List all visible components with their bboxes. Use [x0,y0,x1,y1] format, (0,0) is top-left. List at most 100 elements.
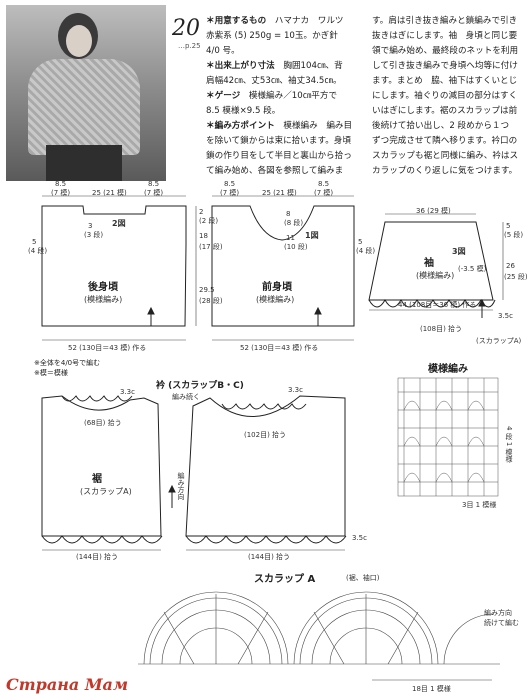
hem-subtitle: (スカラップA) [80,487,132,496]
instr-line: を除いて鎖からは束に拾います。身頃 [206,136,351,146]
back-neck-rows: (3 段) [84,231,104,239]
note-hook-size: ※全体を4/0号で編む [34,359,101,367]
center-dim-a: 2 [199,208,204,216]
instr-line: 模様編み 編み目 [274,121,353,131]
instr-line: 後続けて拾い出し、2 段めから１つ [372,121,510,131]
front-neck-depth: 8 [286,210,291,218]
back-shoulder-right: 8.5 [148,180,160,188]
instr-head: ＊編み方ポイント [206,121,275,131]
pattern-chart-rows: 4 段 1 模様 [505,426,513,463]
collar-continue: 編み続く [172,393,200,401]
hem-left-pick: (144目) 拾う [76,553,119,561]
collar-left-pick: (68目) 拾う [84,419,122,427]
center-dim-c: 29.5 [199,286,215,294]
collar-scallop-left [61,395,133,402]
back-neck-width: 25 (21 模) [92,189,127,197]
back-side-left-rows: (4 段) [28,247,48,255]
scallop-chart-title: スカラップ A [254,574,316,585]
front-neck-inner: 11 [286,234,295,242]
front-shoulder-right-rows: (7 模) [314,189,334,197]
back-figure-ref: 2図 [112,219,126,228]
instr-line: て編み始め、各図を参照して編みま [206,166,344,176]
pattern-chart-stitches: 3目 1 模様 [462,501,497,509]
pattern-number: 20 [172,16,200,41]
instr-line: して引き抜き編みで身頃へ均等に付け [372,61,518,71]
sleeve-subtitle: (模様編み) [416,271,455,280]
sleeve-title: 袖 [424,258,434,269]
center-dim-a-rows: (2 段) [199,217,219,225]
watermark: Страна Мам [6,675,129,694]
instructions-column-2: す。肩は引き抜き編みと鎖編みで引き 抜きはぎにします。袖 身頃と同じ要 領で編み… [372,14,528,179]
sleeve-scallop-pick: (108目) 拾う [420,325,463,333]
instr-line: 肩幅42㎝、丈53㎝、袖丈34.5㎝。 [206,76,342,86]
back-bottom-width: 52 (130目＝43 模) 作る [68,344,147,352]
pattern-chart-title: 模様編み [428,364,468,375]
instr-line: カラップのくり返しに気をつけます。 [372,166,518,176]
instr-head: ＊ゲージ [206,91,241,101]
front-neck-width: 25 (21 模) [262,189,297,197]
front-body-outline [211,205,355,327]
sleeve-outline [368,221,494,301]
model-photo [6,5,166,181]
front-bottom-width: 52 (130目＝43 模) 作る [240,344,319,352]
hem-right-pick: (144目) 拾う [248,553,291,561]
sleeve-figure-ref: 3図 [452,247,466,256]
center-dim-b: 18 [199,232,208,240]
instructions-column-1: ＊用意するもの ハマナカ ワルツ 赤紫系 (5) 250g = 10玉。かぎ針 … [206,14,356,179]
center-dim-c-rows: (28 段) [199,297,223,305]
sleeve-scallop [368,298,496,308]
instr-line: 領で編み始め、最終段のネットを利用 [372,46,519,56]
front-figure-ref: 1図 [305,231,319,240]
sleeve-cap-rows: (5 段) [504,231,524,239]
hem-scallop-right [185,535,347,544]
front-shoulder-left-rows: (7 模) [220,189,240,197]
front-shoulder-left: 8.5 [224,180,236,188]
scallop-legend-direction: 編み方向 [484,609,512,617]
instr-line: 4/0 号。 [206,46,240,56]
sleeve-bottom: 44 (108目＝36 模) 作る [398,301,477,309]
instr-line: す。肩は引き抜き編みと鎖編みで引き [372,16,518,26]
front-title: 前身頃 [262,282,292,293]
front-side-right-rows: (4 段) [356,247,376,255]
collar-left-height: 3.3c [120,388,135,396]
instr-line: 8.5 模様×9.5 段。 [206,106,281,116]
back-shoulder-left-rows: (7 模) [51,189,71,197]
collar-right-height: 3.3c [288,386,303,394]
instr-line: ます。まとめ 脇、袖下はすくいとじ [372,76,518,86]
instr-line: スカラップも裾と同様に編み、衿はス [372,151,519,161]
stitch-pattern-chart [397,377,499,497]
instr-line: にします。袖ぐりの減目の部分はすく [372,91,518,101]
center-dim-b-rows: (17 段) [199,243,223,251]
sleeve-top-width: 36 (29 模) [416,207,451,215]
instr-line: 模様編み／10㎝平方で [240,91,338,101]
collar-scallop-right [221,403,307,410]
back-neck-depth: 3 [88,222,93,230]
instr-line: 鎖の作り目をして半目と裏山から拾っ [206,151,352,161]
note-abbreviation: ※模＝模様 [34,369,68,377]
hem-front-outline [185,395,346,537]
instr-line: ずつ完成させて隣へ移ります。衿口の [372,136,518,146]
instr-head: ＊用意するもの [206,16,267,26]
hem-scallop-left [41,535,163,544]
back-body-outline [41,205,187,327]
back-side-left: 5 [32,238,37,246]
instr-line: いはぎにします。裾のスカラップは前 [372,106,518,116]
back-shoulder-left: 8.5 [55,180,67,188]
sleeve-cap-height: 5 [506,222,511,230]
hem-back-outline [41,395,162,537]
scallop-repeat: 18目 1 模様 [412,685,451,693]
front-neck-inner-rows: (10 段) [284,243,308,251]
hem-height: 3.5c [352,534,367,542]
sleeve-length-rows: (25 段) [504,273,528,281]
scallop-legend-continue: 続けて編む [484,619,519,627]
sleeve-decrease: (-3.5 模) [458,265,487,273]
front-shoulder-right: 8.5 [318,180,330,188]
sleeve-length: 26 [506,262,515,270]
page-reference: …p.25 [178,42,201,50]
back-shoulder-right-rows: (7 模) [144,189,164,197]
sleeve-scallop-height: 3.5c [498,312,513,320]
instr-line: ハマナカ ワルツ [266,16,344,26]
front-side-right: 5 [358,238,363,246]
front-subtitle: (模様編み) [256,295,295,304]
